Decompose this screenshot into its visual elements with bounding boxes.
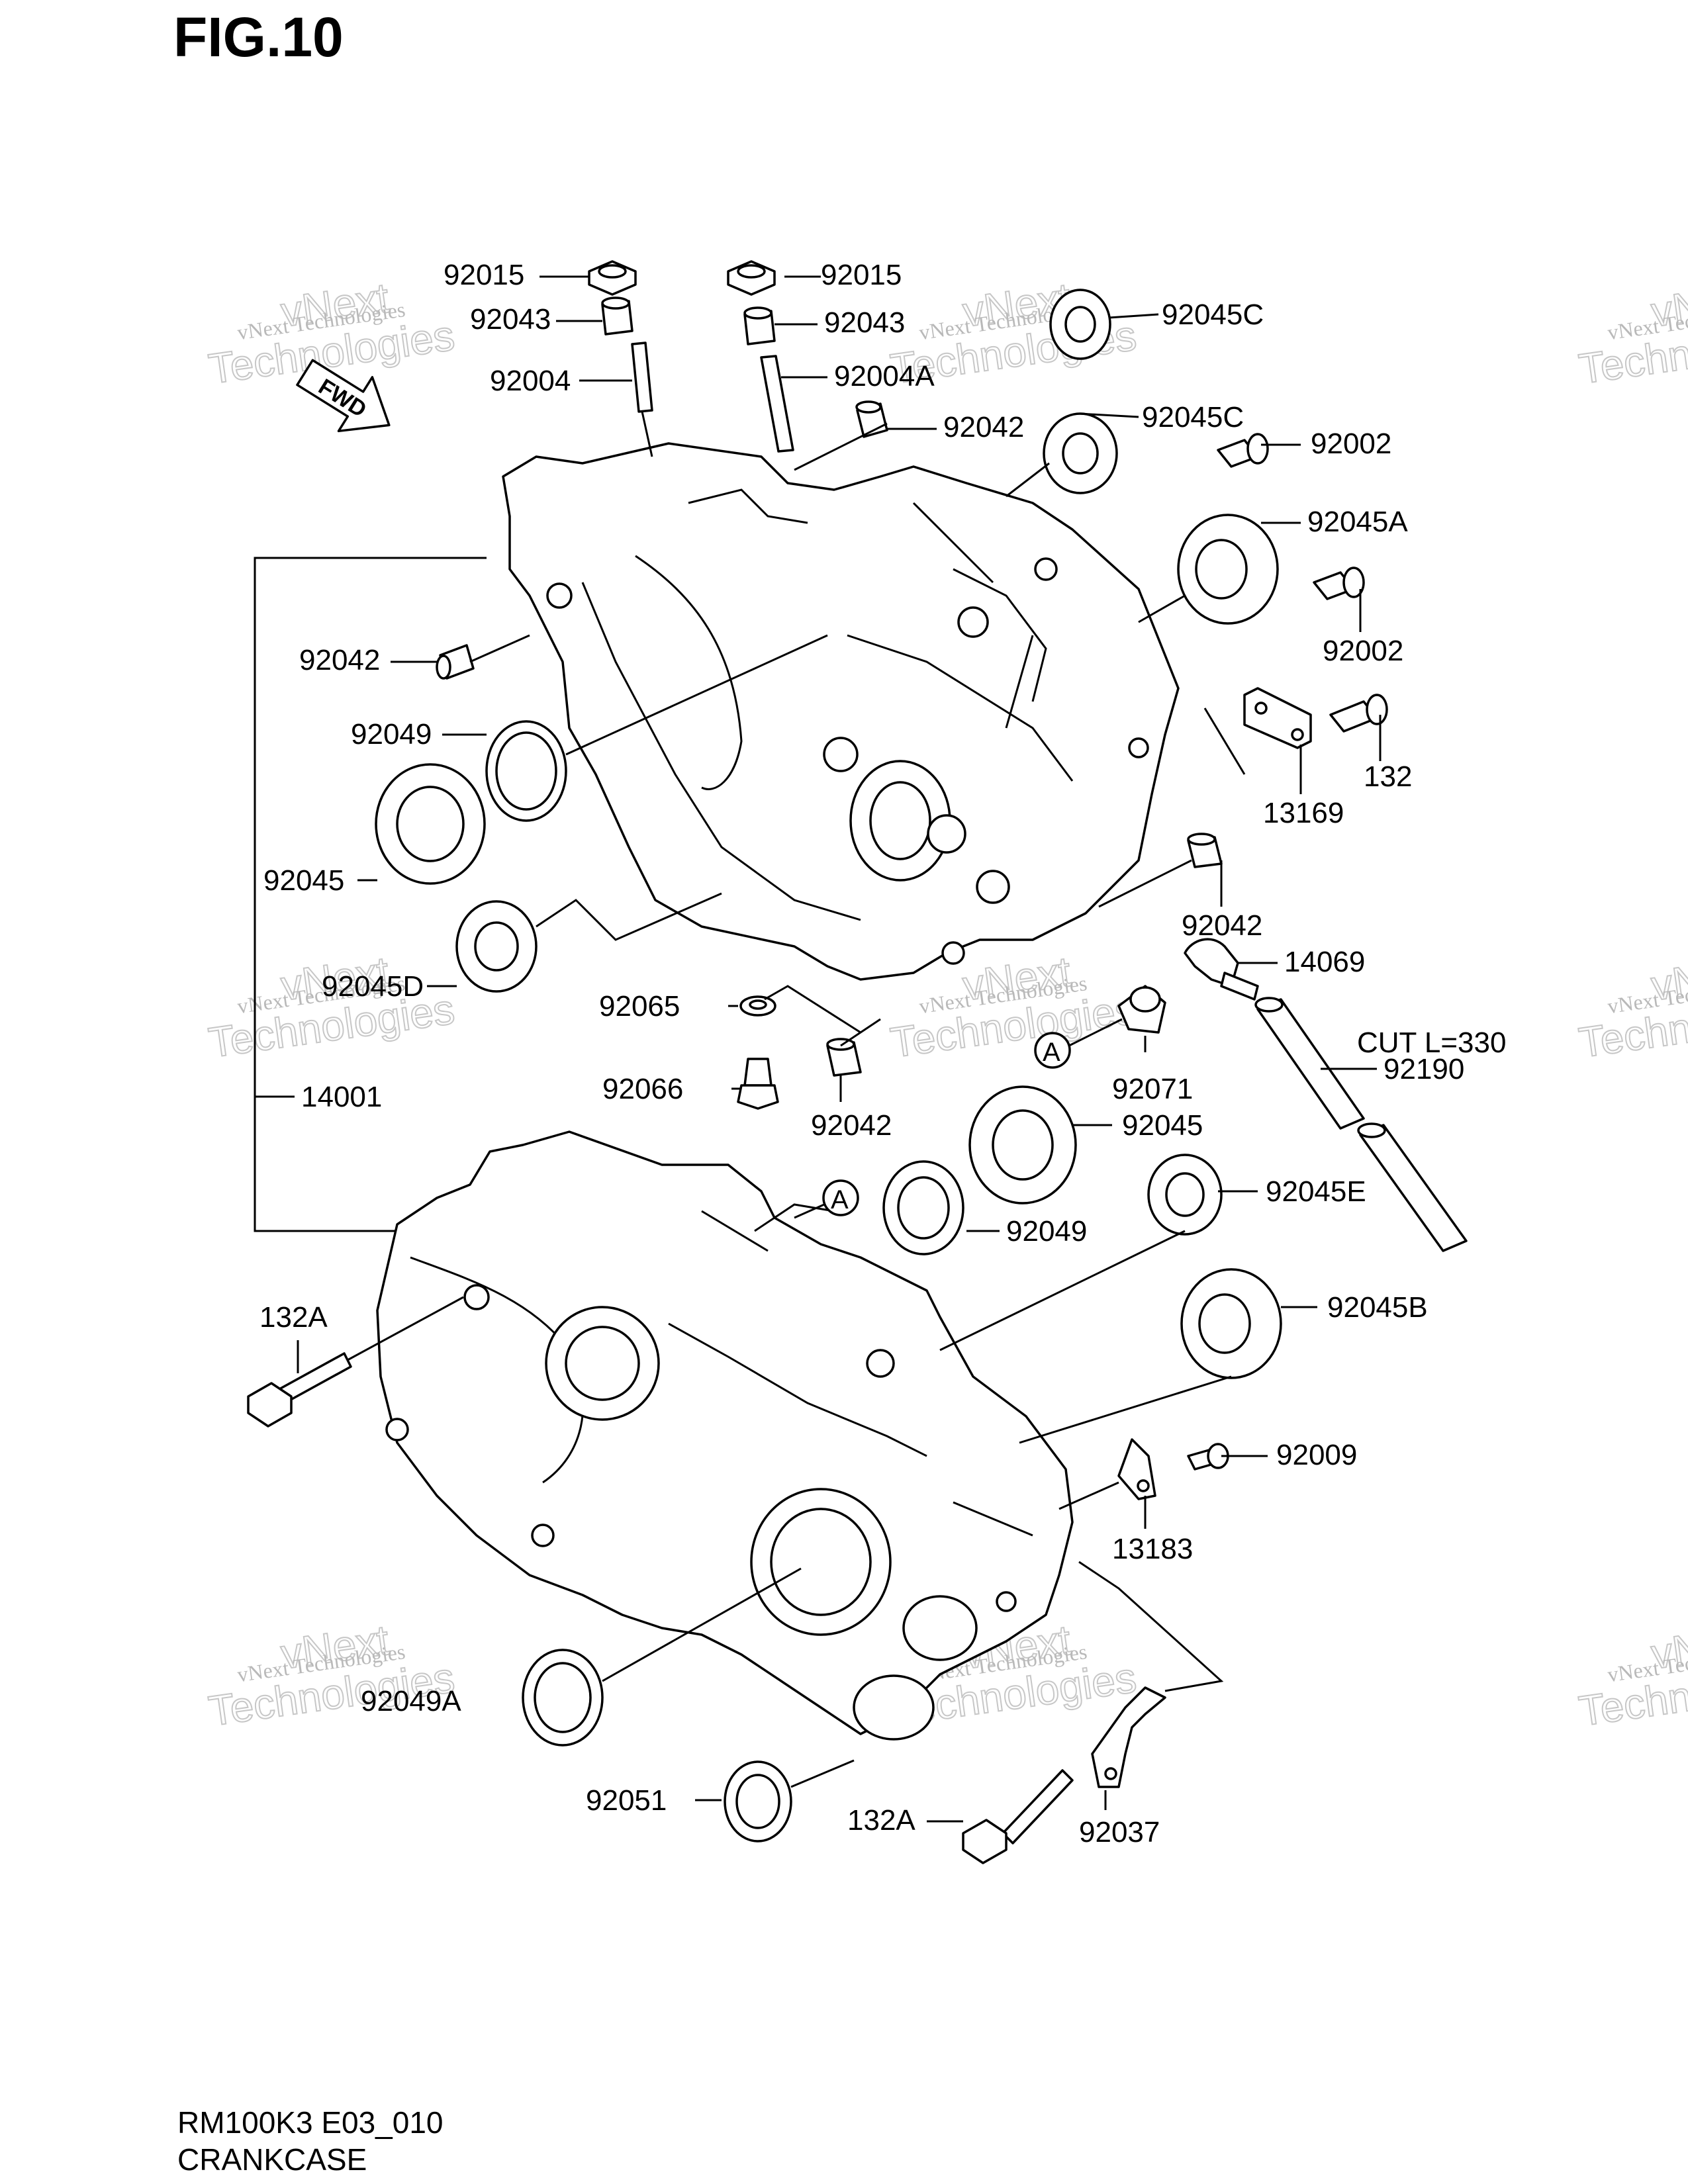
part-label: 92009 [1276, 1439, 1357, 1471]
washer-92065 [739, 995, 776, 1017]
part-label: 92015 [444, 259, 524, 291]
plug-92066 [737, 1058, 779, 1110]
plate-13169 [1243, 687, 1312, 749]
lower-crankcase-half [376, 1130, 1074, 1741]
leader-line [794, 1203, 825, 1219]
part-label: 13183 [1112, 1533, 1193, 1565]
seal-92051 [724, 1760, 792, 1843]
bearing-92045-mid [968, 1085, 1077, 1205]
bolt-132a-bottom [962, 1769, 1074, 1864]
seal-92049a [522, 1649, 604, 1747]
callout-a-letter: A [831, 1185, 849, 1214]
callout-a-lower: A [822, 1179, 859, 1216]
bearing-92045e [1147, 1154, 1223, 1236]
stud-92004 [631, 341, 653, 457]
part-label: 92015 [821, 259, 902, 291]
part-labels: 92015 92015 92043 92043 92045C 92004 920… [259, 259, 1506, 1848]
dowel-92042-left [436, 644, 475, 680]
model-code: RM100K3 E03_010 [177, 2105, 444, 2140]
part-label: 92045C [1162, 298, 1264, 331]
cap-92071 [1117, 985, 1166, 1034]
part-label: 132 [1364, 760, 1412, 793]
part-label: 92042 [811, 1109, 892, 1142]
part-label: 92065 [599, 990, 680, 1023]
part-label: 92045C [1142, 401, 1244, 433]
plate-13183 [1117, 1438, 1156, 1500]
part-label: 92042 [299, 644, 380, 676]
dowel-92042-right [1187, 833, 1223, 868]
part-label: 14001 [301, 1081, 382, 1113]
nut-92015-left [588, 260, 637, 296]
bearing-92045d [455, 900, 538, 993]
hose-92190 [1254, 997, 1468, 1252]
seal-92049 [485, 720, 567, 822]
part-label: 92045B [1327, 1291, 1428, 1324]
part-label: 92037 [1079, 1816, 1160, 1848]
part-label: 92004A [834, 360, 935, 392]
bearing-92045-left [375, 763, 486, 885]
part-label: CUT L=330 [1357, 1026, 1506, 1059]
part-label: 92042 [943, 411, 1024, 443]
part-label: 92049 [351, 718, 432, 751]
seal-92049-lower [882, 1160, 964, 1255]
part-label: 92045 [263, 864, 344, 897]
upper-crankcase-half [502, 442, 1180, 981]
dowel-92042-top [855, 400, 888, 438]
crankcase-assembly-bracket [254, 557, 487, 1232]
part-label: 92045E [1266, 1175, 1366, 1208]
part-label: 92043 [824, 306, 905, 339]
leader-line [1068, 1018, 1123, 1047]
stud-92004a [760, 355, 794, 453]
part-label: 92045 [1122, 1109, 1203, 1142]
part-label: 92042 [1182, 909, 1262, 942]
bearing-92045a [1177, 514, 1279, 625]
bracket-92037 [1091, 1686, 1166, 1788]
dowel-92043-right [743, 306, 776, 345]
elbow-14069 [1184, 938, 1259, 1001]
part-label: 92002 [1323, 635, 1403, 667]
dowel-92043-left [601, 296, 633, 336]
part-label: 132A [847, 1804, 915, 1837]
bolt-92002-top [1217, 433, 1269, 468]
part-label: 92043 [470, 303, 551, 336]
part-label: 92004 [490, 365, 571, 397]
figure-title: FIG.10 [173, 6, 344, 68]
bolt-92002 [1313, 567, 1365, 600]
part-label: 92002 [1311, 428, 1391, 460]
nut-92015-right [727, 260, 776, 296]
part-label: 92049A [361, 1685, 461, 1717]
leader-lines [297, 275, 1382, 1823]
callout-a-letter: A [1043, 1038, 1060, 1067]
bolt-132 [1329, 694, 1388, 733]
screw-92009 [1187, 1443, 1229, 1471]
part-label: 92071 [1112, 1073, 1193, 1105]
part-label: 92066 [602, 1073, 683, 1105]
section-name: CRANKCASE [177, 2142, 367, 2177]
part-label: 92049 [1006, 1215, 1087, 1248]
part-label: 92190 [1383, 1053, 1464, 1085]
part-label: 92051 [586, 1784, 667, 1817]
part-label: 13169 [1263, 797, 1344, 829]
part-label: 92045D [322, 970, 424, 1003]
part-label: 132A [259, 1301, 328, 1334]
part-label: 92045A [1307, 506, 1408, 538]
bearing-92045b [1180, 1268, 1282, 1379]
callout-a-upper: A [1034, 1032, 1071, 1069]
bearing-92045c-top [1049, 289, 1111, 360]
part-label: 14069 [1284, 946, 1365, 978]
bearing-92045c [1043, 412, 1118, 494]
bolt-132a-left [247, 1352, 352, 1428]
